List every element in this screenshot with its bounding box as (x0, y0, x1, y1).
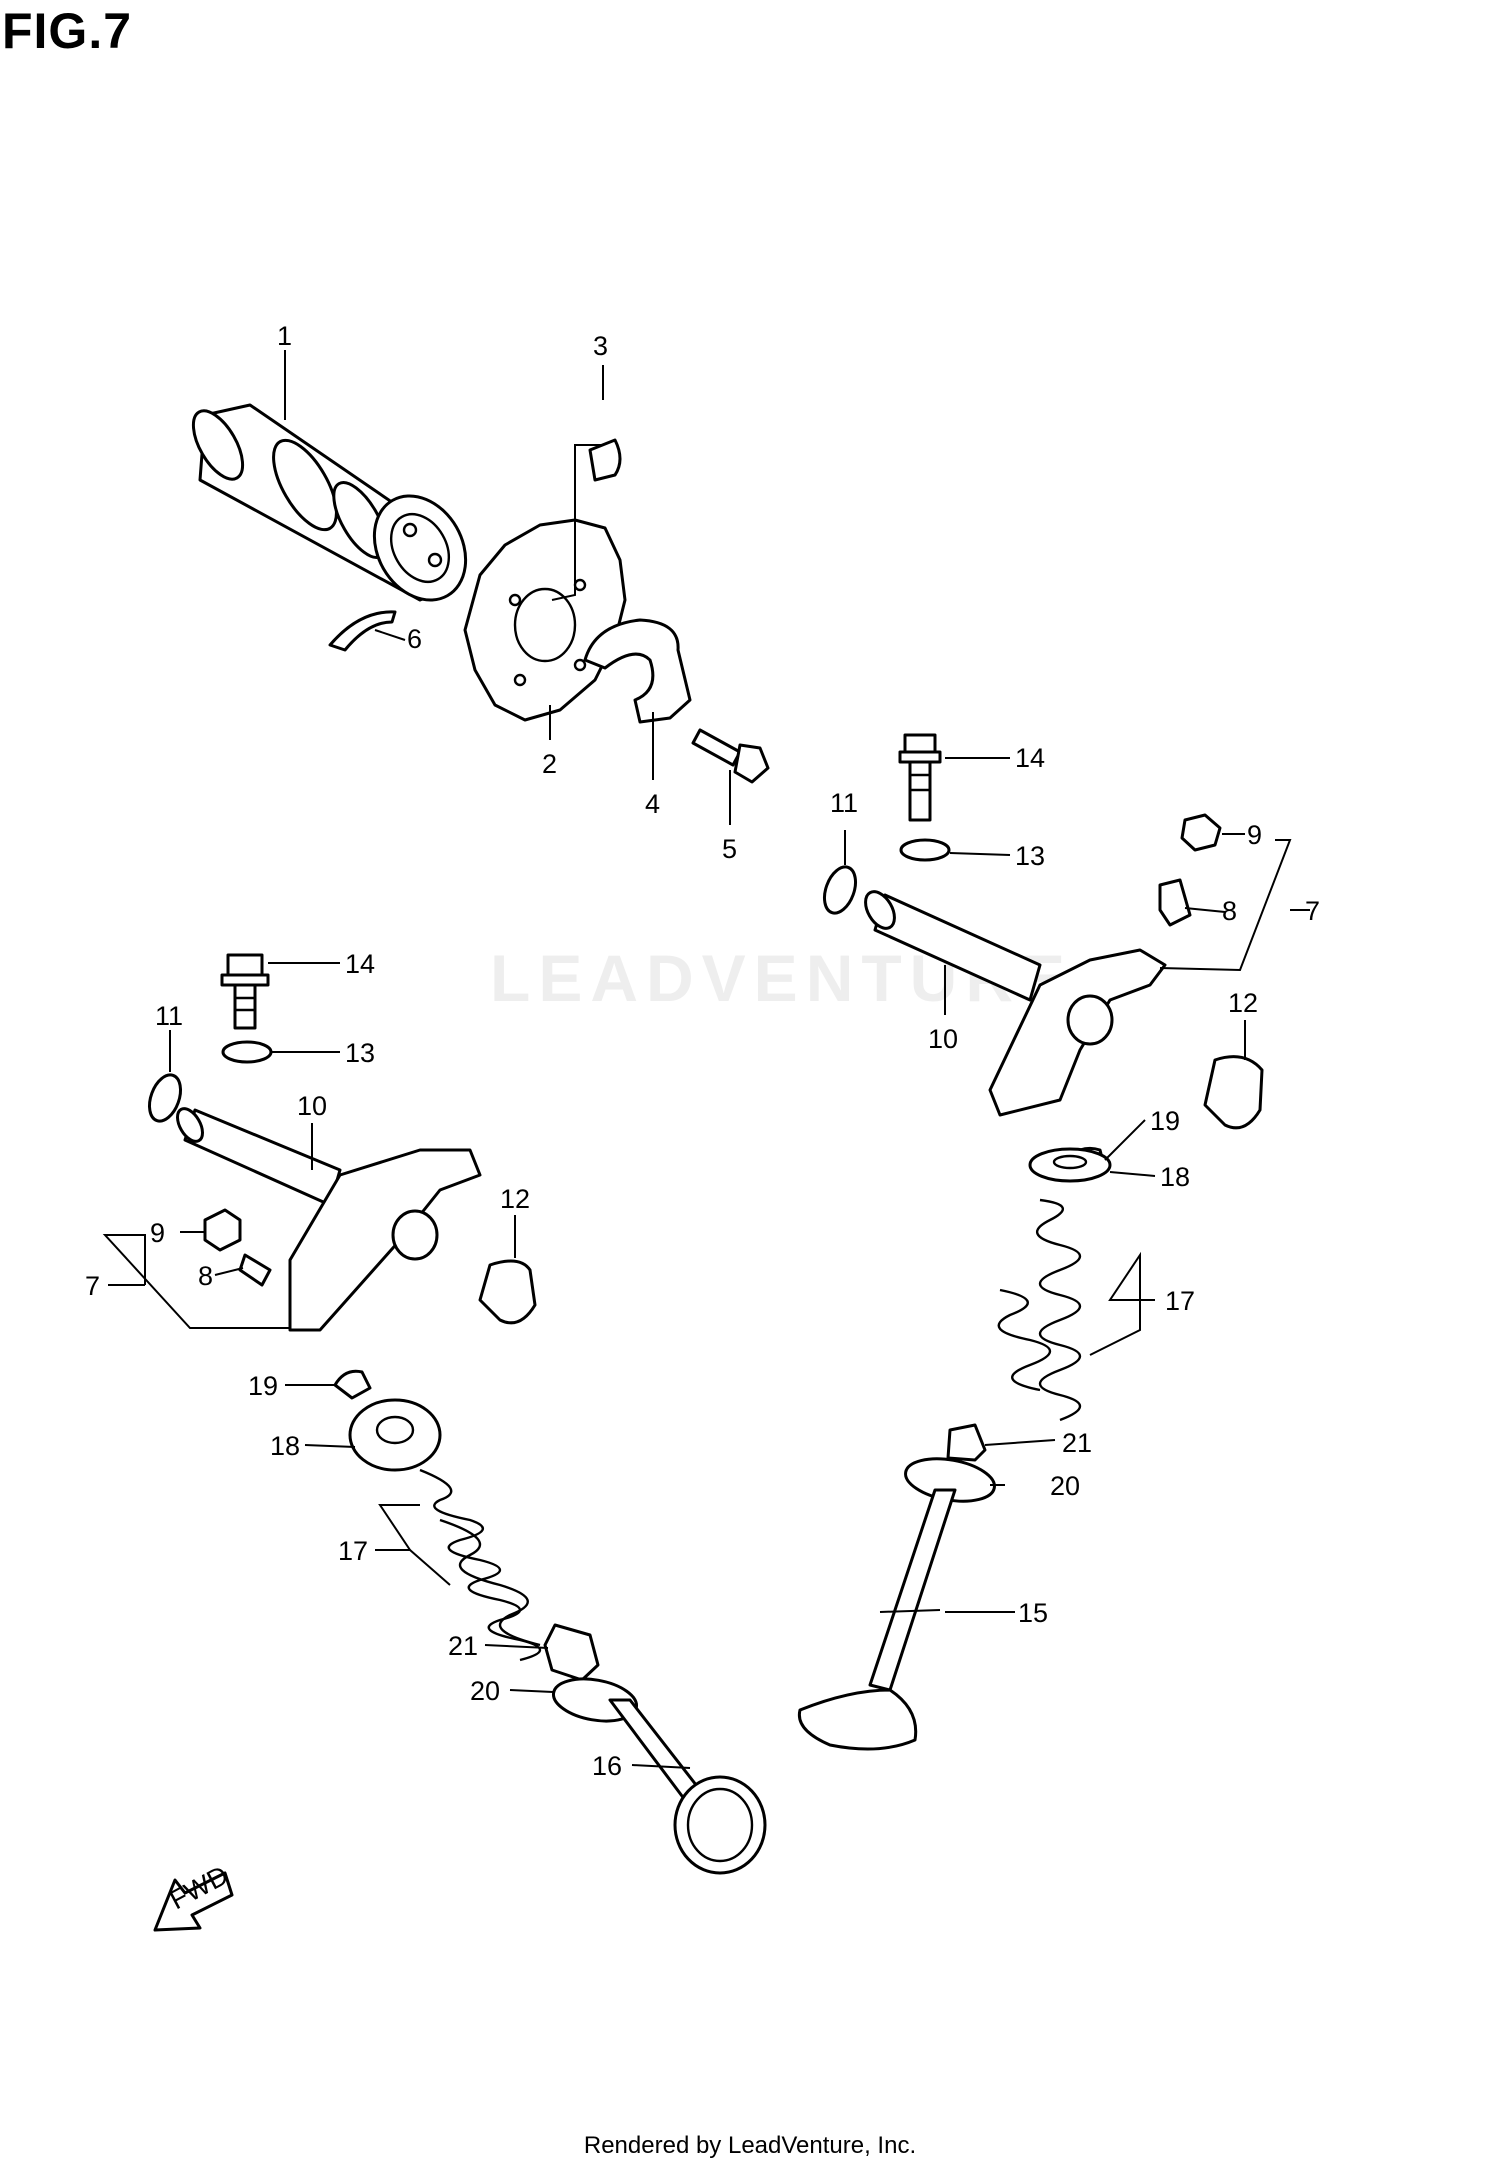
nut-left-part (203, 1208, 242, 1252)
seal-right-part (946, 1423, 987, 1462)
cam-sprocket-part (463, 518, 627, 722)
callout-4: 4 (645, 789, 660, 819)
camshaft-part (191, 403, 468, 602)
callout-14-right: 14 (1015, 743, 1045, 773)
callout-17-left: 17 (338, 1536, 368, 1566)
cam-pin-part (588, 438, 622, 482)
washer-right-part (899, 838, 951, 862)
retainer-right-part (1028, 1147, 1112, 1183)
cotter-left-part (333, 1369, 372, 1400)
callout-11-left: 11 (155, 1001, 183, 1031)
callout-8-left: 8 (198, 1261, 213, 1291)
callout-7-right: 7 (1305, 896, 1320, 926)
retainer-left-part (348, 1398, 442, 1472)
callout-10-left: 10 (297, 1091, 327, 1121)
callout-19-right: 19 (1150, 1106, 1180, 1136)
o-ring-right-part (822, 865, 858, 915)
spring-left-part (419, 1468, 542, 1662)
gasket-left-part (478, 1259, 537, 1325)
callout-16: 16 (592, 1751, 622, 1781)
intake-valve-right-part (797, 1488, 957, 1751)
callout-20-left: 20 (470, 1676, 500, 1706)
callout-12-right: 12 (1228, 988, 1258, 1018)
callout-8-right: 8 (1222, 896, 1237, 926)
spring-right-part (997, 1198, 1081, 1422)
callout-6: 6 (407, 624, 422, 654)
callout-10-right: 10 (928, 1024, 958, 1054)
callout-13-left: 13 (345, 1038, 375, 1068)
callout-9-left: 9 (150, 1218, 165, 1248)
fwd-direction-arrow: FWD (153, 1860, 234, 1932)
rocker-shaft-left-part (176, 1107, 342, 1207)
callout-18-left: 18 (270, 1431, 300, 1461)
adjuster-screw-left-part (238, 1253, 272, 1287)
washer-left-part (221, 1040, 273, 1064)
exhaust-valve-left-part (608, 1698, 767, 1875)
callout-12-left: 12 (500, 1184, 530, 1214)
footer-credit: Rendered by LeadVenture, Inc. (583, 2132, 917, 2159)
callout-14-left: 14 (345, 949, 375, 979)
adjuster-screw-right-part (1158, 878, 1192, 927)
leader-lines (102, 350, 1310, 1769)
callout-19-left: 19 (248, 1371, 278, 1401)
callout-15: 15 (1018, 1598, 1048, 1628)
bolt-left-part (220, 953, 270, 1030)
callout-1: 1 (277, 321, 292, 351)
callout-2: 2 (542, 749, 557, 779)
gasket-right-part (1203, 1055, 1264, 1130)
callout-17-right: 17 (1165, 1286, 1195, 1316)
callout-18-right: 18 (1160, 1162, 1190, 1192)
retainer-plate-part (583, 618, 692, 724)
callout-9-right: 9 (1247, 820, 1262, 850)
figure-title: FIG.7 (2, 3, 133, 59)
bolt-right-part (898, 733, 942, 822)
seal-left-part (543, 1623, 600, 1682)
rocker-arm-left-part (288, 1148, 482, 1332)
callout-20-right: 20 (1050, 1471, 1080, 1501)
callout-13-right: 13 (1015, 841, 1045, 871)
cam-bolt-part (691, 728, 770, 784)
callout-7-left: 7 (85, 1271, 100, 1301)
callout-21-right: 21 (1062, 1428, 1092, 1458)
nut-right-part (1180, 813, 1222, 852)
callout-21-left: 21 (448, 1631, 478, 1661)
callout-5: 5 (722, 834, 737, 864)
o-ring-left-part (147, 1073, 183, 1123)
clip-part (328, 610, 397, 652)
rocker-shaft-right-part (864, 890, 1042, 1002)
rocker-arm-right-part (988, 948, 1167, 1117)
callout-3: 3 (593, 331, 608, 361)
callout-11-right: 11 (830, 788, 858, 818)
callout-labels: 1 3 6 2 4 5 14 13 11 9 8 7 10 12 19 18 1… (85, 321, 1320, 1781)
